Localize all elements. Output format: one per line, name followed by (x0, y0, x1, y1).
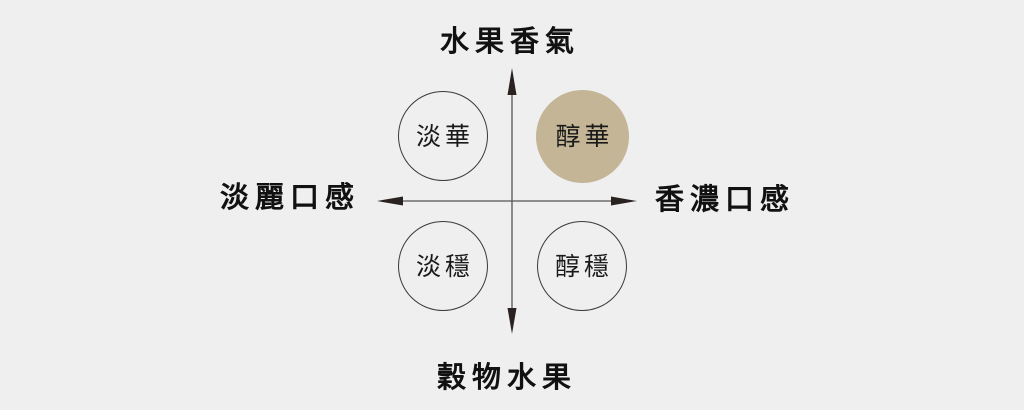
quadrant-label: 醇華 (555, 122, 614, 151)
axis-label-bottom: 穀物水果 (437, 360, 578, 394)
quadrant-bottom-right: 醇穩 (537, 221, 627, 311)
axis-label-left: 淡麗口感 (220, 180, 361, 214)
quadrant-top-right-highlighted: 醇華 (536, 90, 629, 183)
quadrant-label: 醇穩 (554, 251, 613, 281)
quadrant-label: 淡華 (415, 121, 474, 151)
quadrant-bottom-left: 淡穩 (398, 221, 488, 311)
quadrant-top-left: 淡華 (398, 91, 488, 181)
axis-label-top: 水果香氣 (440, 24, 581, 58)
arrow-down-icon (507, 308, 517, 334)
arrow-right-icon (611, 196, 637, 206)
axis-label-right: 香濃口感 (655, 182, 796, 216)
arrow-left-icon (377, 196, 403, 206)
arrow-up-icon (507, 68, 517, 95)
quadrant-label: 淡穩 (415, 251, 474, 281)
